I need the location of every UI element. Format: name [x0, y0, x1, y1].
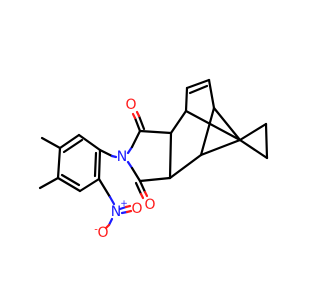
nitro-nitrogen-label: N	[111, 204, 121, 220]
carbonyl-lower-b	[134, 181, 143, 196]
ring-fusion-bond	[168, 131, 173, 180]
n-c-upper-n	[126, 145, 134, 155]
nitro-n-o-single-o	[104, 223, 111, 230]
ring-bond	[97, 148, 102, 181]
cage-bond	[168, 153, 203, 180]
cage-bond	[169, 109, 188, 135]
nitro-nitrogen-charge: +	[120, 199, 128, 209]
cyclopropane-bond	[238, 138, 269, 160]
c-c-upper	[138, 129, 173, 135]
aryl-nitro-bond	[97, 177, 112, 199]
nitro-oxygen-single-label: O	[97, 225, 108, 241]
c-c-lower	[138, 176, 172, 183]
n-c-lower	[130, 166, 142, 183]
ring-bond	[56, 146, 62, 180]
cage-bond	[199, 106, 216, 157]
alkene-bond-inner	[188, 84, 209, 95]
carbonyl-upper-a-o	[131, 112, 137, 120]
carbonyl-upper-a	[133, 116, 142, 133]
imide-nitrogen-label: N	[117, 149, 127, 165]
upper-carbonyl-oxygen-label: O	[125, 97, 136, 113]
ring-bond	[56, 176, 82, 193]
bridge-bond	[184, 109, 242, 142]
carbonyl-lower-b-o	[139, 192, 145, 200]
cage-bond	[184, 86, 189, 113]
carbonyl-lower-a	[138, 179, 147, 194]
structure-canvas: N O O N + O O -	[38, 78, 269, 241]
aryl-n-bond-n	[110, 154, 118, 159]
methyl-bond-lower	[38, 176, 60, 190]
ring-bond	[58, 133, 81, 150]
carbonyl-upper-b-o	[135, 110, 141, 118]
cage-bond	[207, 78, 216, 110]
carbonyl-lower-a-o	[143, 190, 149, 198]
n-c-upper	[130, 129, 142, 149]
ring-bond-inner	[93, 151, 98, 178]
ring-bond	[77, 133, 102, 152]
aryl-n-bond	[98, 148, 114, 158]
nitro-oxygen-charge: -	[94, 225, 98, 236]
benzene-ring	[56, 133, 102, 193]
ring-bond-inner	[62, 138, 84, 154]
ring-bond	[78, 177, 101, 193]
molecule-drawing: N O O N + O O -	[38, 78, 269, 241]
cage-bond	[199, 138, 242, 157]
ring-bond-inner	[60, 173, 81, 187]
bridge-bond	[212, 106, 242, 142]
nitro-n-o-double-b-o	[125, 209, 133, 214]
n-c-lower-n	[126, 160, 134, 170]
carbonyl-upper-b	[137, 114, 146, 131]
alkene-bond	[185, 78, 211, 90]
nitro-n-o-single	[107, 217, 114, 227]
methyl-bond-upper	[40, 136, 62, 150]
aryl-nitro-bond-n	[108, 195, 116, 206]
nitro-n-o-double-a-o	[124, 204, 132, 209]
cyclopropane-bond	[264, 122, 269, 160]
cyclopropane-bond	[238, 122, 268, 142]
nitro-oxygen-double-label: O	[131, 201, 142, 217]
lower-carbonyl-oxygen-label: O	[144, 197, 155, 213]
